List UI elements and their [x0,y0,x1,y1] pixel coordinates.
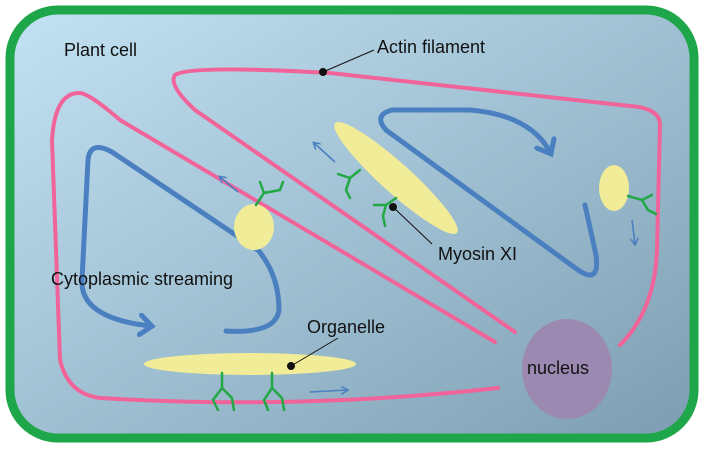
movement-arrows [220,143,635,392]
myosin-motors [211,168,658,412]
label-cytoplasmic-streaming: Cytoplasmic streaming [51,269,233,289]
nucleus [522,319,612,419]
label-actin-filament: Actin filament [377,37,485,57]
label-organelle: Organelle [307,317,385,337]
leader-lines [287,49,433,370]
cytoplasmic-streaming-arrows [79,107,600,331]
label-nucleus: nucleus [527,358,589,378]
organelle-small-left [234,204,274,250]
label-plant-cell: Plant cell [64,40,137,60]
organelle-diagonal [334,122,458,234]
label-myosin: Myosin XI [438,244,517,264]
organelle-horizontal [144,353,356,375]
cell-wall [5,5,699,443]
organelle-small-right [599,165,629,211]
actin-filaments [49,67,663,405]
